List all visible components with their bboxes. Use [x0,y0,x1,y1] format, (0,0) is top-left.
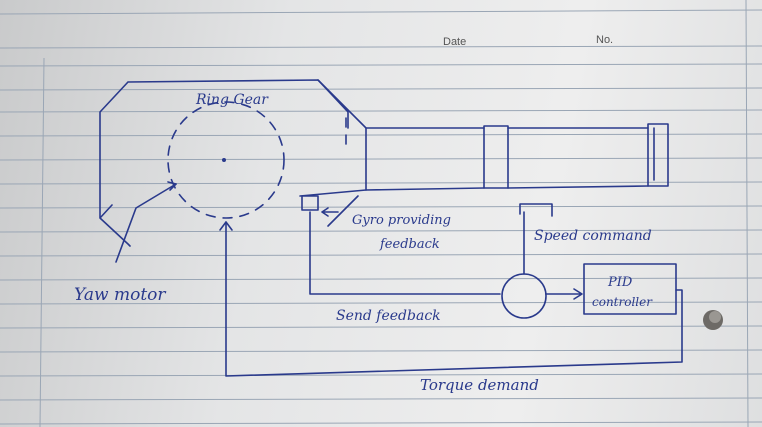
main-shaft [365,127,649,191]
margin-line-left [39,57,45,427]
speed-command-label: Speed command [534,228,652,244]
margin-line-right [745,0,749,427]
feedback-line [309,211,501,295]
speed-command-line [519,203,553,275]
ring-gear-label: Ring Gear [195,92,269,108]
date-label: Date [443,36,466,48]
gyro-label-cont: feedback [379,237,440,252]
ring-gear [167,101,285,219]
gyro-sensor [301,195,319,211]
ring-gear-center [222,158,226,162]
pid-controller-box [583,263,677,315]
ruled-lines [0,9,762,425]
torque-demand-line [225,221,683,377]
torque-demand-label: Torque demand [420,376,539,394]
nacelle-outline [99,79,367,247]
send-feedback-label: Send feedback [336,308,441,324]
hub-block [647,123,669,187]
gyro-label: Gyro providing [352,213,451,228]
controller-label: controller [592,295,653,309]
no-label: No. [596,34,613,46]
shaft-coupling [483,125,509,189]
yaw-motor-pointer [115,183,177,263]
yaw-motor-label: Yaw motor [74,285,166,305]
pid-label: PID [607,275,633,290]
summing-junction [501,273,547,319]
